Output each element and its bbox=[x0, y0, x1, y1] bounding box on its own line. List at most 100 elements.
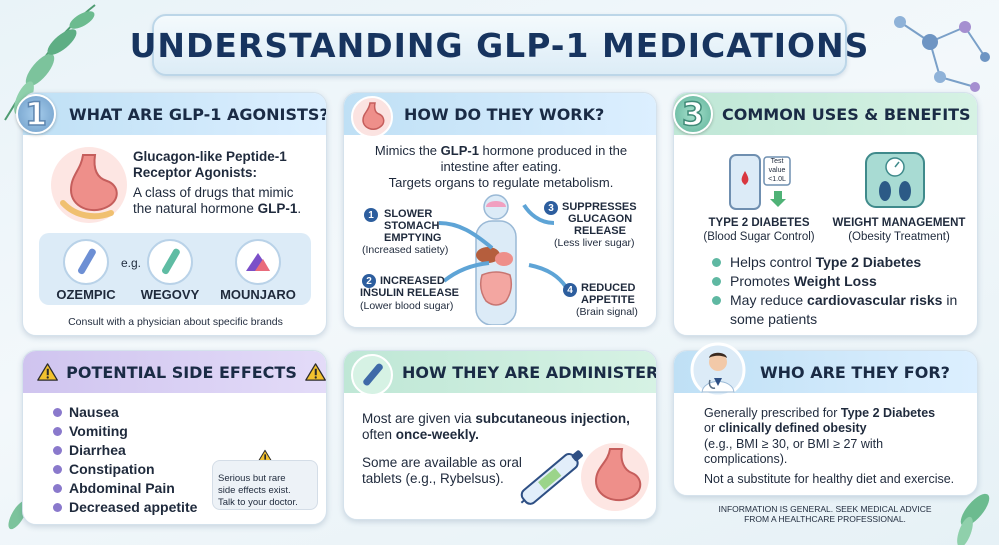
oral-line2: tablets (e.g., Rybelsus). bbox=[362, 471, 504, 486]
step-1-sub: (Increased satiety) bbox=[362, 244, 449, 256]
wegovy-pen-icon bbox=[147, 239, 193, 285]
step-2-number: 2 bbox=[362, 274, 376, 288]
side-effects-list: Nausea Vomiting Diarrhea Constipation Ab… bbox=[53, 403, 197, 517]
warning-icon bbox=[37, 363, 58, 381]
card-uses-benefits: COMMON USES & BENEFITS Test value <1.0L … bbox=[673, 92, 978, 336]
admin-text: often bbox=[362, 427, 396, 442]
footer-line2: FROM A HEALTHCARE PROFESSIONAL. bbox=[744, 514, 906, 524]
step-3-title-line1: SUPPRESSES bbox=[562, 201, 637, 213]
card-how-do-they-work: HOW DO THEY WORK? Mimics the GLP-1 hormo… bbox=[343, 92, 657, 328]
list-item: Helps control Type 2 Diabetes bbox=[708, 253, 968, 272]
note-line2: side effects exist. bbox=[218, 485, 291, 496]
intro-text-end: hormone produced in the bbox=[478, 143, 628, 158]
admin-line1: Most are given via subcutaneous injectio… bbox=[362, 411, 630, 427]
step-3-number: 3 bbox=[544, 201, 558, 215]
footer-line1: INFORMATION IS GENERAL. SEEK MEDICAL ADV… bbox=[718, 504, 932, 514]
ozempic-pen-icon bbox=[63, 239, 109, 285]
step-3-title-line2: GLUCAGON bbox=[568, 213, 633, 225]
admin-line2: often once-weekly. bbox=[362, 427, 479, 443]
intro-line1: Mimics the GLP-1 hormone produced in the bbox=[344, 143, 656, 159]
meter-label-line3: <1.0L bbox=[768, 176, 786, 183]
brand-ozempic: OZEMPIC bbox=[56, 287, 116, 302]
step-1-number: 1 bbox=[364, 208, 378, 222]
card-header: WHAT ARE GLP-1 AGONISTS? bbox=[23, 93, 326, 135]
who-text: Generally prescribed for bbox=[704, 406, 841, 420]
card-header: HOW THEY ARE ADMINISTERED bbox=[344, 351, 656, 393]
use1-sub: (Blood Sugar Control) bbox=[703, 231, 815, 243]
use1-title: TYPE 2 DIABETES bbox=[708, 217, 810, 229]
intro-line3: Targets organs to regulate metabolism. bbox=[388, 175, 614, 190]
who-text: or bbox=[704, 421, 719, 435]
injection-pen-icon bbox=[520, 450, 583, 505]
card-heading: WHO ARE THEY FOR? bbox=[760, 362, 950, 382]
benefit-bold: Weight Loss bbox=[793, 273, 877, 289]
scale-icon bbox=[865, 152, 925, 208]
who-line5: Not a substitute for healthy diet and ex… bbox=[704, 472, 955, 486]
benefits-list: Helps control Type 2 Diabetes Promotes W… bbox=[708, 253, 968, 329]
step-2-title-line2: INSULIN RELEASE bbox=[360, 287, 460, 299]
who-line2: or clinically defined obesity bbox=[704, 420, 867, 436]
intro-text: Mimics the bbox=[374, 143, 441, 158]
step-4-number: 4 bbox=[563, 283, 577, 297]
card-heading: COMMON USES & BENEFITS bbox=[722, 104, 971, 124]
oral-line1: Some are available as oral bbox=[362, 455, 522, 470]
card-administration: HOW THEY ARE ADMINISTERED Most are given… bbox=[343, 350, 657, 520]
glucose-meter-icon bbox=[729, 154, 791, 210]
step-1-title-line3: EMPTYING bbox=[384, 232, 442, 244]
admin-bold: subcutaneous injection, bbox=[475, 411, 630, 426]
card-heading: HOW THEY ARE ADMINISTERED bbox=[402, 362, 657, 382]
list-item: Vomiting bbox=[53, 422, 197, 441]
note-line1: Serious but rare bbox=[218, 473, 286, 484]
card-who-are-they-for: WHO ARE THEY FOR? Generally prescribed f… bbox=[673, 350, 978, 496]
footer-disclaimer: INFORMATION IS GENERAL. SEEK MEDICAL ADV… bbox=[700, 504, 950, 524]
card-header: POTENTIAL SIDE EFFECTS bbox=[23, 351, 326, 393]
subtitle-line1: Glucagon-like Peptide-1 bbox=[133, 149, 287, 164]
body-line2: the natural hormone GLP-1. bbox=[133, 201, 301, 217]
body-line2-text: the natural hormone bbox=[133, 201, 258, 216]
step-4-title-line1: REDUCED bbox=[581, 282, 636, 294]
step-2-title-line1: INCREASED bbox=[380, 275, 445, 287]
list-item: Promotes Weight Loss bbox=[708, 272, 968, 291]
brand-wegovy: WEGOVY bbox=[140, 287, 200, 302]
stomach-badge-icon bbox=[351, 96, 393, 138]
body-line2-end: . bbox=[297, 201, 302, 216]
warning-icon bbox=[305, 363, 326, 381]
who-line4: complications). bbox=[704, 452, 788, 466]
admin-bold: once-weekly. bbox=[395, 427, 479, 442]
eg-label: e.g. bbox=[121, 256, 142, 270]
list-item: May reduce cardiovascular risks in some … bbox=[708, 291, 968, 329]
intro-bold: GLP-1 bbox=[440, 143, 479, 158]
number-badge-1: 1 bbox=[16, 94, 56, 134]
list-item: Decreased appetite bbox=[53, 498, 197, 517]
page-title: UNDERSTANDING GLP-1 MEDICATIONS bbox=[129, 25, 870, 65]
serious-effects-note: Serious but rare side effects exist. Tal… bbox=[212, 460, 318, 510]
brands-footnote: Consult with a physician about specific … bbox=[68, 316, 283, 328]
card-header: COMMON USES & BENEFITS bbox=[674, 93, 977, 135]
title-banner: UNDERSTANDING GLP-1 MEDICATIONS bbox=[130, 14, 868, 76]
card-header: WHO ARE THEY FOR? bbox=[674, 351, 977, 393]
benefit-text: May reduce bbox=[730, 292, 808, 308]
card-heading: WHAT ARE GLP-1 AGONISTS? bbox=[69, 104, 327, 124]
admin-text: Most are given via bbox=[362, 411, 476, 426]
card-heading: POTENTIAL SIDE EFFECTS bbox=[66, 362, 297, 382]
body-line1: A class of drugs that mimic bbox=[133, 185, 294, 200]
meter-label-line1: Test bbox=[770, 158, 784, 165]
note-line3: Talk to your doctor. bbox=[218, 497, 298, 508]
list-item: Constipation bbox=[53, 460, 197, 479]
stomach-icon bbox=[51, 147, 127, 223]
card-header: HOW DO THEY WORK? bbox=[344, 93, 656, 135]
who-bold: Type 2 Diabetes bbox=[840, 406, 936, 420]
meter-label-line2: value bbox=[768, 167, 786, 174]
benefit-text: Helps control bbox=[730, 254, 816, 270]
list-item: Abdominal Pain bbox=[53, 479, 197, 498]
molecule-decoration-top-right bbox=[894, 16, 990, 92]
benefit-text: Promotes bbox=[730, 273, 794, 289]
who-line1: Generally prescribed for Type 2 Diabetes bbox=[704, 405, 935, 421]
who-line3: (e.g., BMI ≥ 30, or BMI ≥ 27 with bbox=[704, 437, 884, 451]
step-3-sub: (Less liver sugar) bbox=[554, 237, 635, 249]
use2-sub: (Obesity Treatment) bbox=[848, 231, 950, 243]
benefit-bold: Type 2 Diabetes bbox=[815, 254, 922, 270]
card-what-are-glp1: WHAT ARE GLP-1 AGONISTS? Glucagon-like P… bbox=[22, 92, 327, 336]
pen-badge-icon bbox=[351, 354, 393, 396]
step-4-sub: (Brain signal) bbox=[576, 306, 638, 318]
